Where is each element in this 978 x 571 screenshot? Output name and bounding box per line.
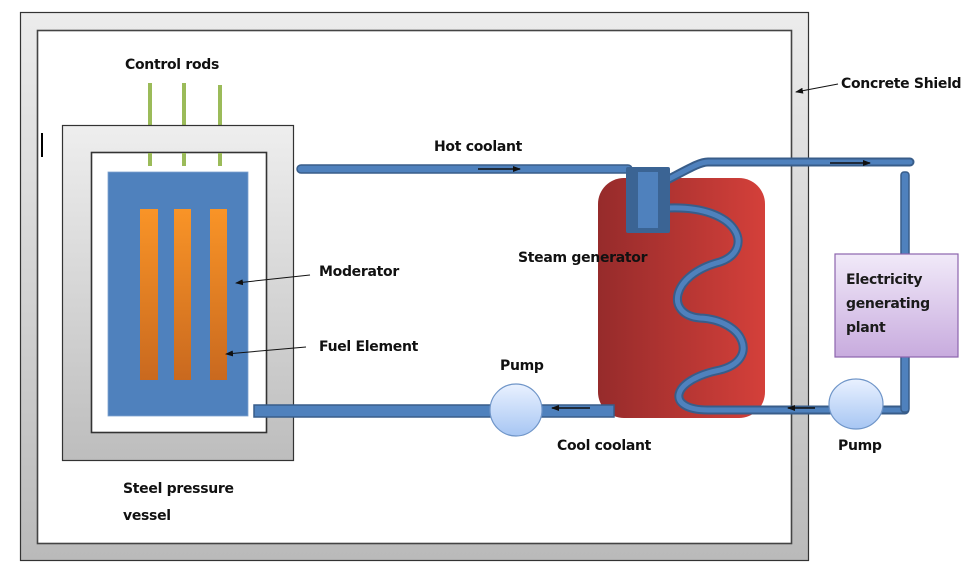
label-moderator: Moderator bbox=[319, 264, 399, 280]
plant-line-2: generating bbox=[846, 296, 930, 312]
steam-generator-coil bbox=[662, 157, 915, 415]
label-pump-secondary: Pump bbox=[838, 438, 882, 454]
fuel-elements bbox=[140, 209, 227, 380]
label-fuel-element: Fuel Element bbox=[319, 339, 419, 355]
plant-line-1: Electricity bbox=[846, 272, 923, 288]
pump-primary bbox=[489, 383, 543, 437]
label-pump-primary: Pump bbox=[500, 358, 544, 374]
cool-coolant-pipe bbox=[253, 404, 615, 418]
electricity-plant-box bbox=[834, 253, 959, 358]
label-steam-generator: Steam generator bbox=[518, 250, 648, 266]
fuel-element bbox=[140, 209, 158, 380]
plant-line-3: plant bbox=[846, 320, 886, 336]
concrete-shield-leader bbox=[795, 83, 839, 94]
label-control-rods: Control rods bbox=[125, 57, 220, 73]
label-hot-coolant: Hot coolant bbox=[434, 139, 523, 155]
control-rod bbox=[148, 83, 152, 126]
hot-coolant-pipe bbox=[296, 164, 633, 174]
fuel-element bbox=[174, 209, 191, 380]
label-concrete-shield: Concrete Shield bbox=[841, 76, 962, 92]
label-steel-vessel-line2: vessel bbox=[123, 508, 171, 524]
control-rods bbox=[148, 83, 222, 126]
control-rod bbox=[218, 85, 222, 126]
label-cool-coolant: Cool coolant bbox=[557, 438, 652, 454]
pump-secondary bbox=[828, 378, 884, 430]
control-rod bbox=[182, 83, 186, 126]
fuel-element-leader bbox=[225, 346, 307, 357]
label-electricity-plant: Electricity generating plant bbox=[846, 268, 930, 340]
text-cursor bbox=[41, 133, 43, 157]
control-rods-inner bbox=[148, 153, 222, 166]
steam-generator-header bbox=[626, 167, 670, 233]
label-steel-vessel-line1: Steel pressure bbox=[123, 481, 234, 497]
fuel-element bbox=[210, 209, 227, 380]
moderator-leader bbox=[235, 274, 311, 286]
